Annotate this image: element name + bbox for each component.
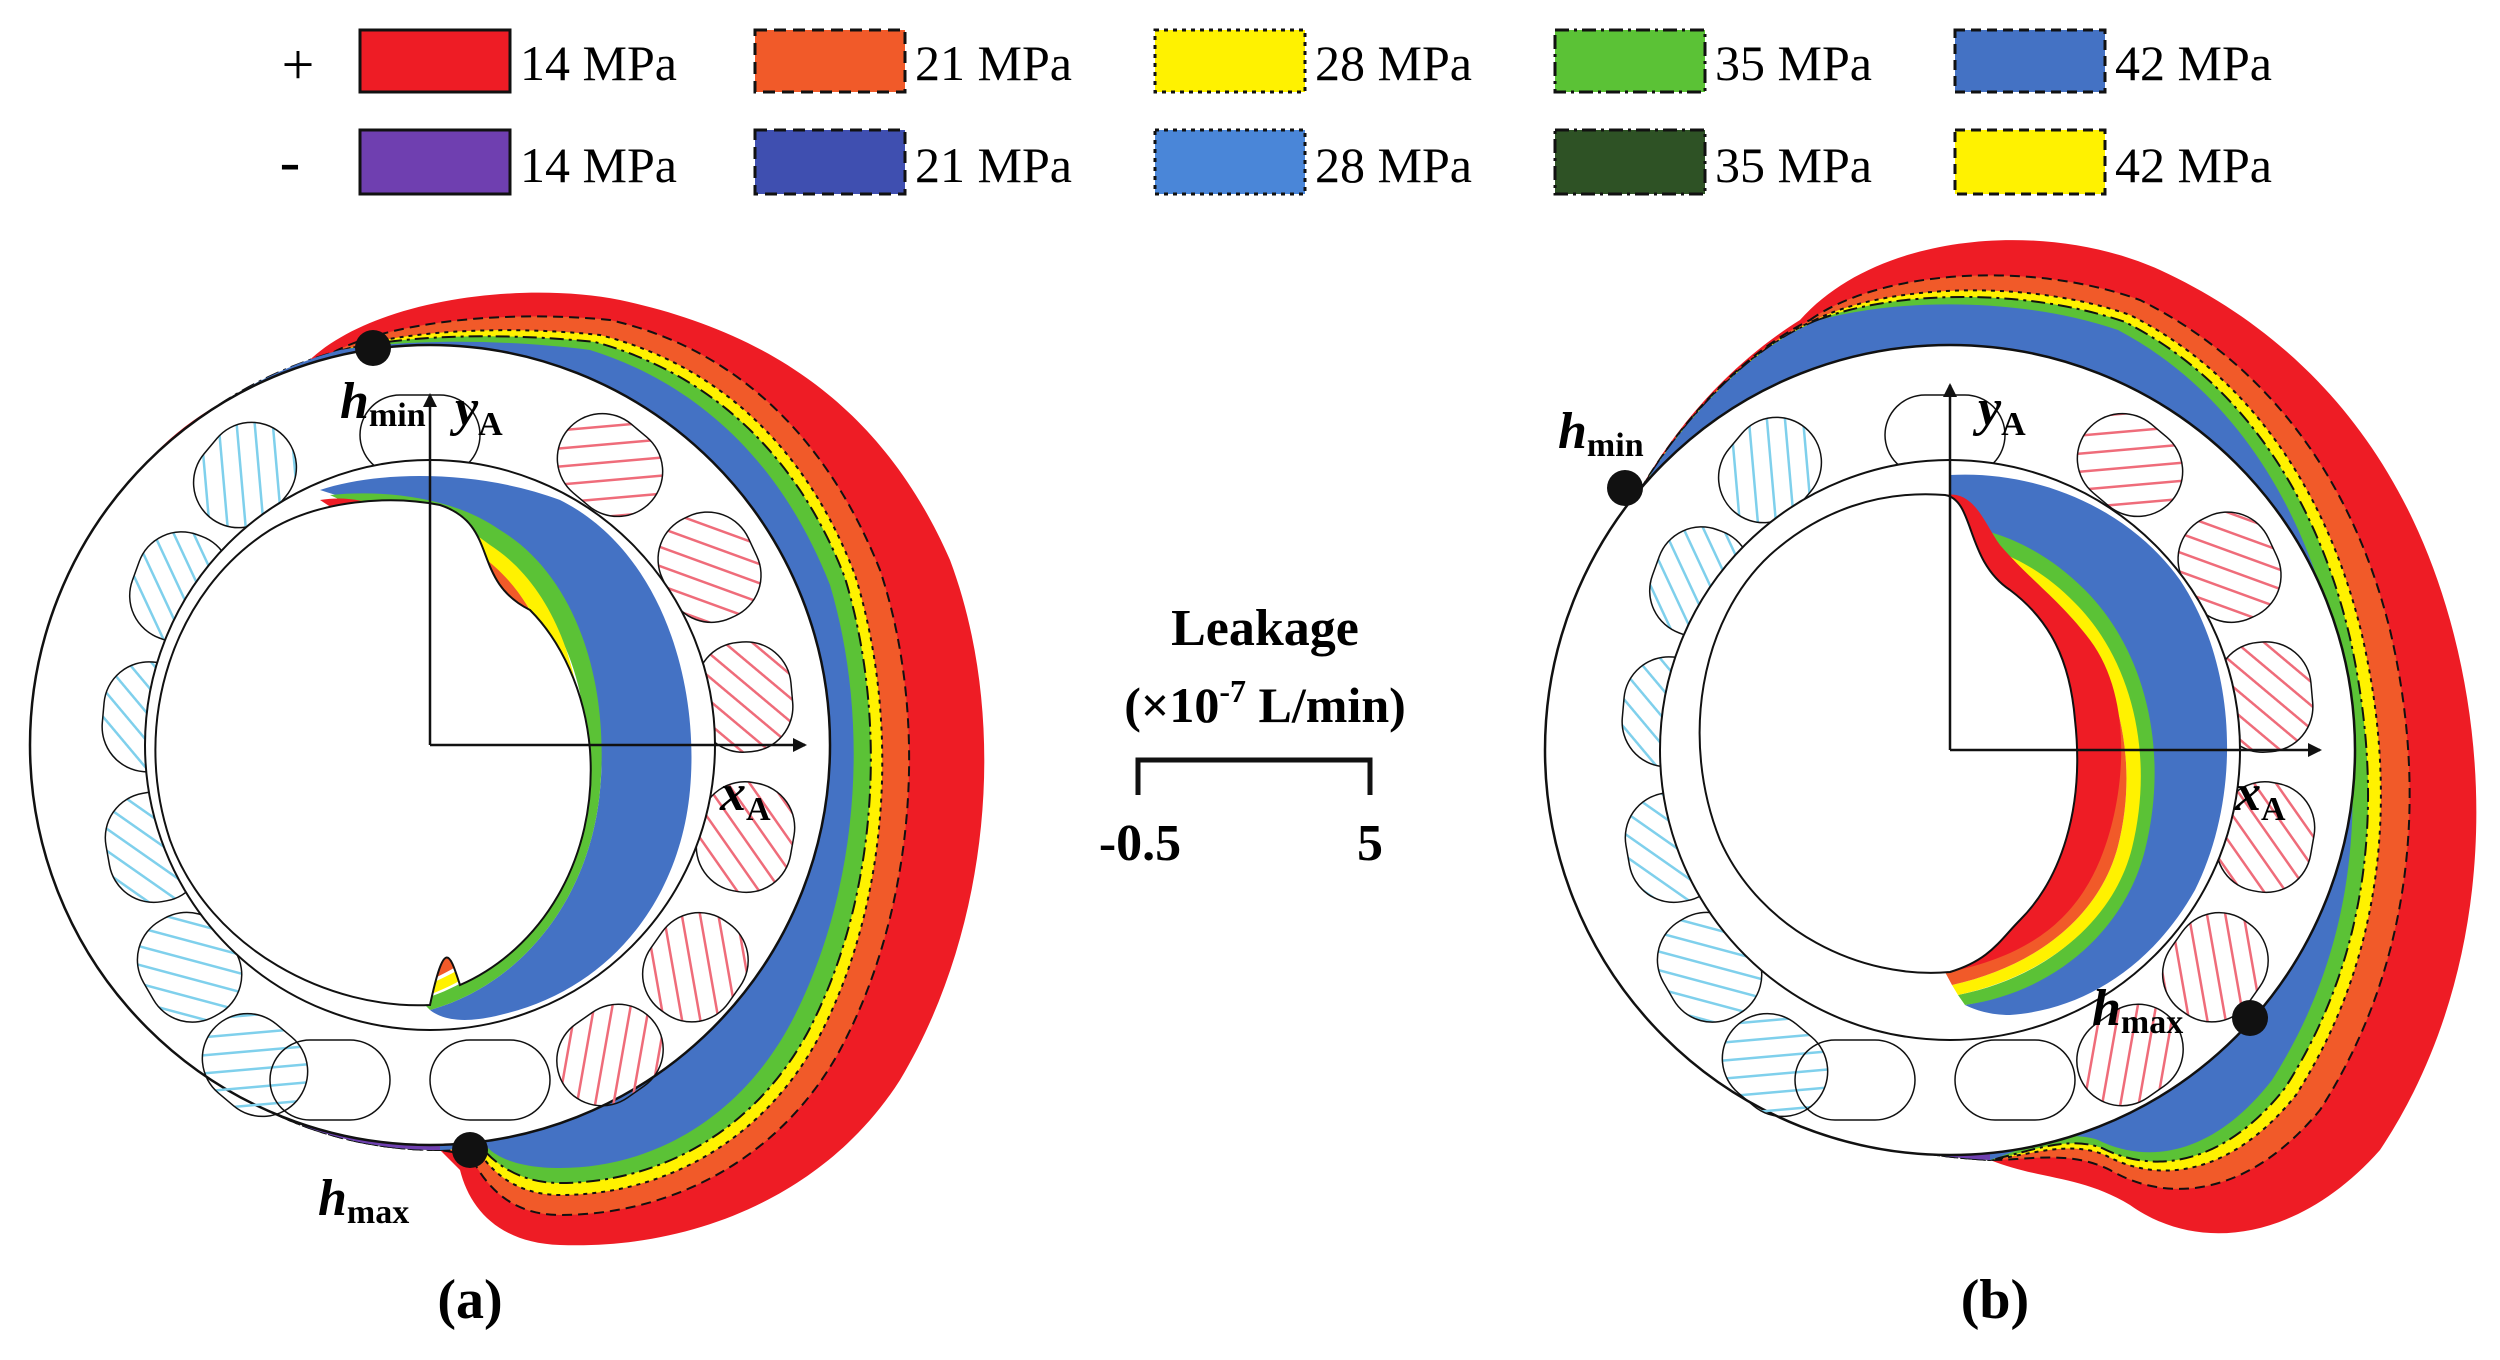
h-min-marker bbox=[355, 330, 391, 366]
legend-item: 42 MPa bbox=[1953, 128, 2272, 196]
kidney-bore bbox=[1698, 493, 2079, 974]
legend-row-positive: + 14 MPa 21 MPa 28 MPa 35 MPa 42 MPa bbox=[282, 28, 2272, 97]
legend-swatch bbox=[358, 128, 512, 196]
h-min-label: hmin bbox=[1558, 403, 1644, 464]
legend-item: 35 MPa bbox=[1553, 128, 1872, 196]
inner-contour-42mpa bbox=[320, 476, 692, 1020]
legend-sign-negative: - bbox=[280, 128, 301, 196]
legend-label: 28 MPa bbox=[1315, 137, 1472, 193]
leakage-scale-max: 5 bbox=[1357, 815, 1383, 872]
h-min-marker bbox=[1607, 470, 1643, 506]
delivery-kidneys bbox=[556, 412, 796, 1107]
legend-item: 14 MPa bbox=[358, 128, 677, 196]
legend-label: 14 MPa bbox=[520, 35, 677, 91]
leakage-scale-bar bbox=[1135, 757, 1373, 795]
inner-contour-14mpa bbox=[1945, 494, 2122, 972]
legend-swatch bbox=[1953, 28, 2107, 94]
legend-label: 28 MPa bbox=[1315, 35, 1472, 91]
leakage-scale-min: -0.5 bbox=[1099, 815, 1181, 872]
x-axis-label: xA bbox=[719, 765, 771, 828]
h-max-marker bbox=[2232, 1000, 2268, 1036]
leakage-unit: (×10-7 L/min) bbox=[1124, 673, 1406, 733]
legend-item: 28 MPa bbox=[1153, 128, 1472, 196]
legend-label: 21 MPa bbox=[915, 35, 1072, 91]
legend-swatch bbox=[1153, 28, 1307, 94]
panel-b: yA xA hmin hmax (b) bbox=[1543, 240, 2477, 1331]
legend-item: 21 MPa bbox=[753, 128, 1072, 196]
legend-sign-positive: + bbox=[282, 32, 315, 97]
h-max-label: hmax bbox=[318, 1170, 409, 1231]
legend-swatch bbox=[1553, 128, 1707, 196]
leakage-title: Leakage bbox=[1171, 600, 1359, 657]
inner-contour-42mpa bbox=[1950, 474, 2228, 1016]
h-max-marker bbox=[452, 1132, 488, 1168]
legend-swatch bbox=[358, 28, 512, 94]
legend-label: 42 MPa bbox=[2115, 137, 2272, 193]
legend-swatch bbox=[1153, 128, 1307, 196]
legend-label: 14 MPa bbox=[520, 137, 677, 193]
legend-row-negative: - 14 MPa 21 MPa 28 MPa 35 MPa 42 MPa bbox=[280, 128, 2272, 196]
legend-item: 42 MPa bbox=[1953, 28, 2272, 94]
leakage-scale: Leakage (×10-7 L/min) -0.5 5 bbox=[1099, 600, 1406, 872]
panel-caption: (b) bbox=[1961, 1269, 2029, 1331]
h-max-label: hmax bbox=[2092, 980, 2183, 1041]
h-min-label: hmin bbox=[340, 373, 426, 434]
legend-swatch bbox=[1553, 28, 1707, 94]
legend: + 14 MPa 21 MPa 28 MPa 35 MPa 42 MPa bbox=[280, 28, 2272, 196]
legend-item: 21 MPa bbox=[753, 28, 1072, 94]
legend-item: 28 MPa bbox=[1153, 28, 1472, 94]
kidney-bore bbox=[154, 499, 592, 1007]
legend-item: 35 MPa bbox=[1553, 28, 1872, 94]
legend-swatch bbox=[753, 28, 907, 94]
legend-label: 42 MPa bbox=[2115, 35, 2272, 91]
legend-label: 35 MPa bbox=[1715, 137, 1872, 193]
legend-swatch bbox=[753, 128, 907, 196]
legend-label: 21 MPa bbox=[915, 137, 1072, 193]
panel-caption: (a) bbox=[437, 1269, 502, 1331]
panel-a: yA xA hmin hmax (a) bbox=[28, 292, 985, 1331]
x-axis-label: xA bbox=[2234, 765, 2286, 828]
legend-item: 14 MPa bbox=[358, 28, 677, 94]
delivery-kidneys bbox=[2076, 412, 2316, 1107]
legend-swatch bbox=[1953, 128, 2107, 196]
legend-label: 35 MPa bbox=[1715, 35, 1872, 91]
